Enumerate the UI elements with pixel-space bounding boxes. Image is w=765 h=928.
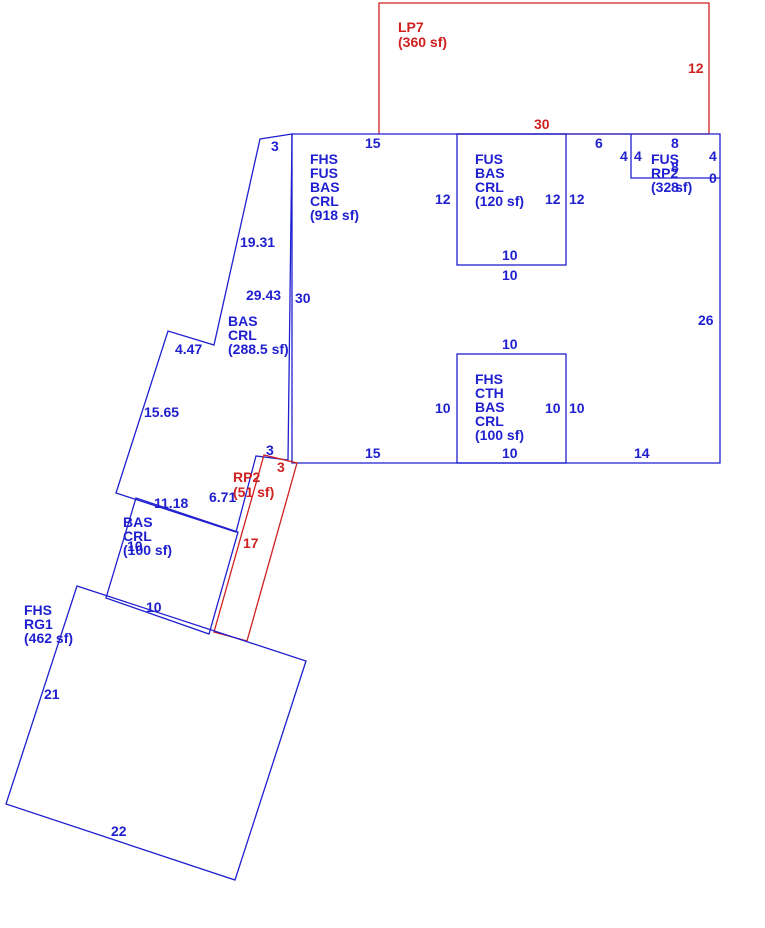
dim-bas-inner: 29.43 (246, 287, 281, 303)
svg-text:CRL: CRL (475, 413, 504, 429)
dim-rp2-top: 8 (671, 135, 679, 151)
svg-text:(32 sf): (32 sf) (651, 179, 692, 195)
svg-text:FHS: FHS (310, 151, 338, 167)
svg-text:(360 sf): (360 sf) (398, 34, 447, 50)
svg-text:BAS: BAS (123, 514, 153, 530)
svg-text:RP2: RP2 (233, 469, 260, 485)
rp2-top-box (630, 134, 720, 179)
svg-text:BAS: BAS (310, 179, 340, 195)
dim-rp2-right: 4 (709, 148, 717, 164)
dim-top-mid: 6 (595, 135, 603, 151)
dim-rp2-low-side: 17 (243, 535, 259, 551)
dim-small-left: 10 (127, 538, 143, 554)
dim-uc-left: 12 (435, 191, 451, 207)
dim-rg1-left: 21 (44, 686, 60, 702)
rg1-outline (5, 585, 307, 881)
dim-rg1-bottom: 22 (111, 823, 127, 839)
dim-uc-bottom-in: 10 (502, 247, 518, 263)
dim-rp2-bottom-a: 8 (671, 159, 679, 175)
dim-bas-notch: 4.47 (175, 341, 202, 357)
svg-text:(100 sf): (100 sf) (123, 542, 172, 558)
dim-rp2-zero: 0 (709, 170, 717, 186)
dim-small-bottom: 10 (146, 599, 162, 615)
dim-bas-bottom: 3 (266, 442, 274, 458)
dim-main-left: 30 (295, 290, 311, 306)
dim-lc-right-out: 10 (569, 400, 585, 416)
dim-uc-bottom-out: 10 (502, 267, 518, 283)
svg-text:BAS: BAS (228, 313, 258, 329)
svg-text:FUS: FUS (475, 151, 503, 167)
svg-text:(462 sf): (462 sf) (24, 630, 73, 646)
svg-text:(120 sf): (120 sf) (475, 193, 524, 209)
dim-right-side: 26 (698, 312, 714, 328)
main-area-outline (291, 133, 721, 464)
svg-text:CTH: CTH (475, 385, 504, 401)
dim-rp2-left-inner: 4 (634, 148, 642, 164)
svg-text:CRL: CRL (123, 528, 152, 544)
dim-lc-right-in: 10 (545, 400, 561, 416)
svg-text:BAS: BAS (475, 399, 505, 415)
lp7-label: LP7(360 sf) (398, 19, 447, 50)
svg-text:CRL: CRL (228, 327, 257, 343)
dim-lp7-right: 12 (688, 60, 704, 76)
svg-text:(100 sf): (100 sf) (475, 427, 524, 443)
svg-text:RP2: RP2 (651, 165, 678, 181)
dim-rp2-left-outer: 4 (620, 148, 628, 164)
dim-lc-left: 10 (435, 400, 451, 416)
dim-small-top: 11.18 (154, 495, 188, 511)
dim-small-right: 6.71 (209, 489, 236, 505)
svg-text:CRL: CRL (310, 193, 339, 209)
svg-text:(918 sf): (918 sf) (310, 207, 359, 223)
bas-small-outline (105, 497, 239, 635)
dim-uc-right-in: 12 (545, 191, 561, 207)
svg-text:FHS: FHS (24, 602, 52, 618)
dim-lc-bottom: 10 (502, 445, 518, 461)
dim-bas-top: 3 (271, 138, 279, 154)
dim-main-bottom-right: 14 (634, 445, 650, 461)
dim-lp7-top: 30 (534, 116, 550, 132)
dim-uc-right-out: 12 (569, 191, 585, 207)
svg-text:FUS: FUS (310, 165, 338, 181)
svg-text:LP7: LP7 (398, 19, 424, 35)
svg-text:BAS: BAS (475, 165, 505, 181)
lower-center-box (456, 353, 567, 464)
svg-text:FHS: FHS (475, 371, 503, 387)
svg-text:CRL: CRL (475, 179, 504, 195)
rp2-low-label: RP2(51 sf) (233, 469, 274, 500)
svg-text:RG1: RG1 (24, 616, 53, 632)
lp7-outline (378, 2, 710, 134)
bas-mid-outline (115, 133, 293, 533)
dim-main-bottom-left: 15 (365, 445, 381, 461)
dim-bas-lower: 15.65 (144, 404, 179, 420)
svg-text:(288.5 sf): (288.5 sf) (228, 341, 289, 357)
dim-bas-upper: 19.31 (240, 234, 275, 250)
dim-rp2-bottom-b: 8 (671, 179, 679, 195)
upper-center-box (456, 133, 567, 266)
dim-lc-top: 10 (502, 336, 518, 352)
svg-text:FUS: FUS (651, 151, 679, 167)
dim-rp2-low-top: 3 (277, 459, 285, 475)
svg-text:(51 sf): (51 sf) (233, 484, 274, 500)
dim-main-top-left: 15 (365, 135, 381, 151)
